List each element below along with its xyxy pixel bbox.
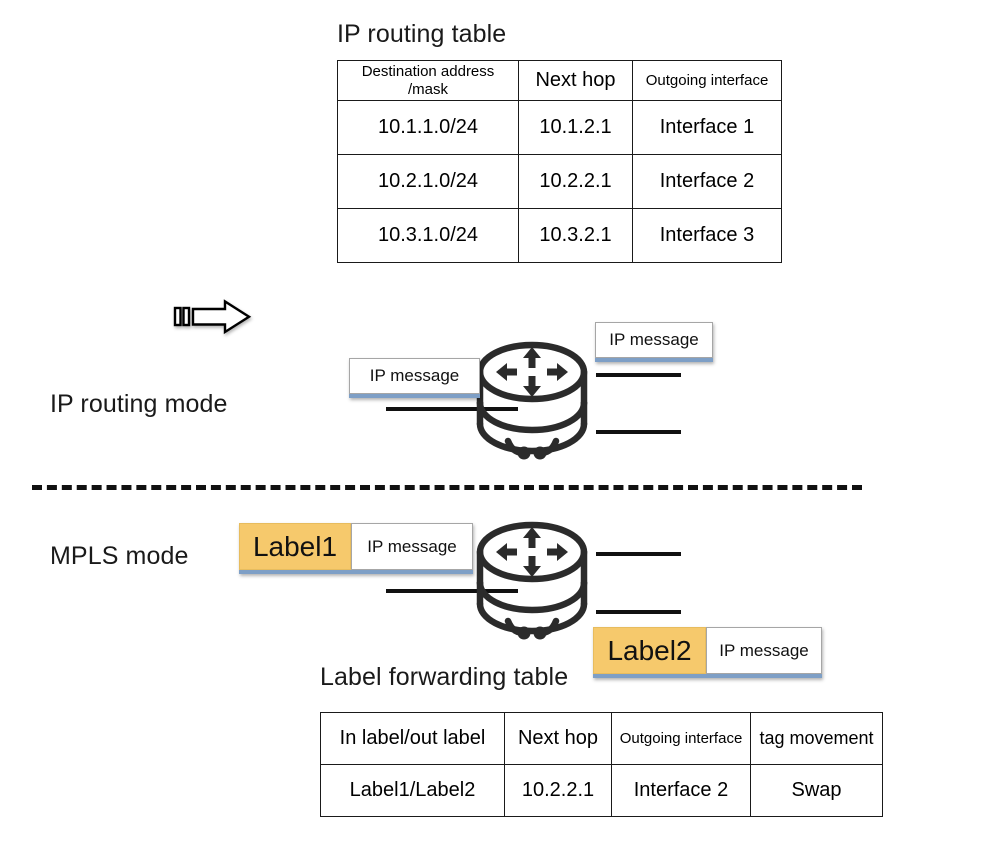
mpls-packet-ingress: Label1 IP message [239,523,473,574]
label-forwarding-table-title: Label forwarding table [320,663,569,691]
ip-packet-incoming: IP message [349,358,480,398]
router-link-left-ip [386,407,518,411]
cell-tag-movement: Swap [750,764,883,817]
packet-accent-bar [595,358,713,362]
header-outgoing-interface: Outgoing interface [611,712,751,765]
table-header-row: Destination address /mask Next hop Outgo… [337,59,782,102]
ip-packet-outgoing-label: IP message [595,322,713,358]
ip-routing-table: Destination address /mask Next hop Outgo… [337,59,782,264]
packet-accent-bar [239,570,473,574]
cell-destination: 10.1.1.0/24 [337,100,519,156]
table-header-row: In label/out label Next hop Outgoing int… [320,712,883,765]
table-row: 10.1.1.0/24 10.1.2.1 Interface 1 [337,100,782,156]
router-link-bottom-right-mpls [596,610,681,614]
router-icon [474,521,590,643]
cell-outgoing-interface: Interface 2 [611,764,751,817]
header-next-hop: Next hop [518,59,633,102]
table-row: 10.2.1.0/24 10.2.2.1 Interface 2 [337,154,782,210]
cell-destination: 10.3.1.0/24 [337,208,519,264]
mpls-ingress-packet-label: IP message [351,523,473,570]
cell-next-hop: 10.3.2.1 [518,208,633,264]
header-destination-line1: Destination address [361,63,495,80]
packet-accent-bar [349,394,480,398]
router-link-bottom-right-ip [596,430,681,434]
cell-destination: 10.2.1.0/24 [337,154,519,210]
cell-outgoing-interface: Interface 3 [632,208,782,264]
block-arrow-right-icon [172,298,254,336]
table-row: 10.3.1.0/24 10.3.2.1 Interface 3 [337,208,782,264]
ip-routing-table-title: IP routing table [337,20,507,48]
mpls-ingress-label-field: Label1 [239,523,351,570]
router-link-top-right-mpls [596,552,681,556]
cell-in-out-label: Label1/Label2 [320,764,505,817]
router-link-top-right-ip [596,373,681,377]
cell-next-hop: 10.2.2.1 [518,154,633,210]
mpls-egress-label-field: Label2 [593,627,706,674]
packet-accent-bar [593,674,822,678]
header-destination-line2: /mask [407,80,448,98]
cell-outgoing-interface: Interface 1 [632,100,782,156]
four-direction-arrow-glyph [496,347,568,397]
header-destination-address: Destination address /mask [337,59,519,102]
four-direction-arrow-glyph [496,527,568,577]
section-divider [32,485,862,490]
router-link-left-mpls [386,589,518,593]
cell-next-hop: 10.1.2.1 [518,100,633,156]
ip-routing-mode-label: IP routing mode [50,390,228,418]
mpls-packet-egress: Label2 IP message [593,627,822,678]
cell-outgoing-interface: Interface 2 [632,154,782,210]
label-forwarding-table: In label/out label Next hop Outgoing int… [320,712,883,817]
cell-next-hop: 10.2.2.1 [504,764,612,817]
header-outgoing-interface: Outgoing interface [632,59,782,102]
router-icon [474,341,590,463]
mpls-egress-packet-label: IP message [706,627,822,674]
header-in-out-label: In label/out label [320,712,505,765]
table-row: Label1/Label2 10.2.2.1 Interface 2 Swap [320,764,883,817]
ip-packet-incoming-label: IP message [349,358,480,394]
header-next-hop: Next hop [504,712,612,765]
header-tag-movement: tag movement [750,712,883,765]
mpls-mode-label: MPLS mode [50,542,189,570]
ip-packet-outgoing: IP message [595,322,713,362]
